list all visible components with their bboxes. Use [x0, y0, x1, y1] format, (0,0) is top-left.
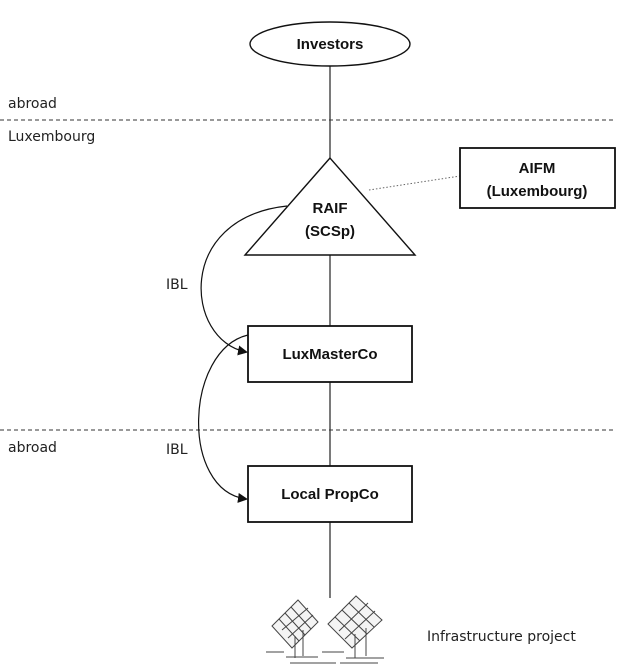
ibl-arrow-raif-to-luxmasterco — [200, 205, 288, 356]
ibl-arrow-luxmasterco-to-propco — [198, 334, 249, 503]
local-propco-label: Local PropCo — [281, 486, 379, 503]
aifm-label-line2: (Luxembourg) — [487, 183, 588, 200]
aifm-node — [459, 147, 616, 209]
aifm-label-line1: AIFM — [519, 160, 556, 177]
raif-label-line2: (SCSp) — [305, 223, 355, 240]
ibl-label-lower: IBL — [166, 442, 188, 458]
raif-label-line1: RAIF — [313, 200, 348, 217]
local-propco-node — [247, 465, 413, 523]
region-label-luxembourg: Luxembourg — [8, 129, 95, 145]
aifm-to-raif-connector — [368, 175, 461, 191]
investors-node — [249, 21, 411, 67]
luxmasterco-label: LuxMasterCo — [282, 346, 377, 363]
luxmasterco-node — [247, 325, 413, 383]
raif-node — [243, 156, 417, 256]
region-label-upper-abroad: abroad — [8, 96, 57, 112]
ibl-label-upper: IBL — [166, 277, 188, 293]
investors-label: Investors — [297, 36, 364, 53]
infrastructure-project-label: Infrastructure project — [427, 629, 576, 645]
region-label-lower-abroad: abroad — [8, 440, 57, 456]
solar-panels-icon — [266, 595, 384, 664]
